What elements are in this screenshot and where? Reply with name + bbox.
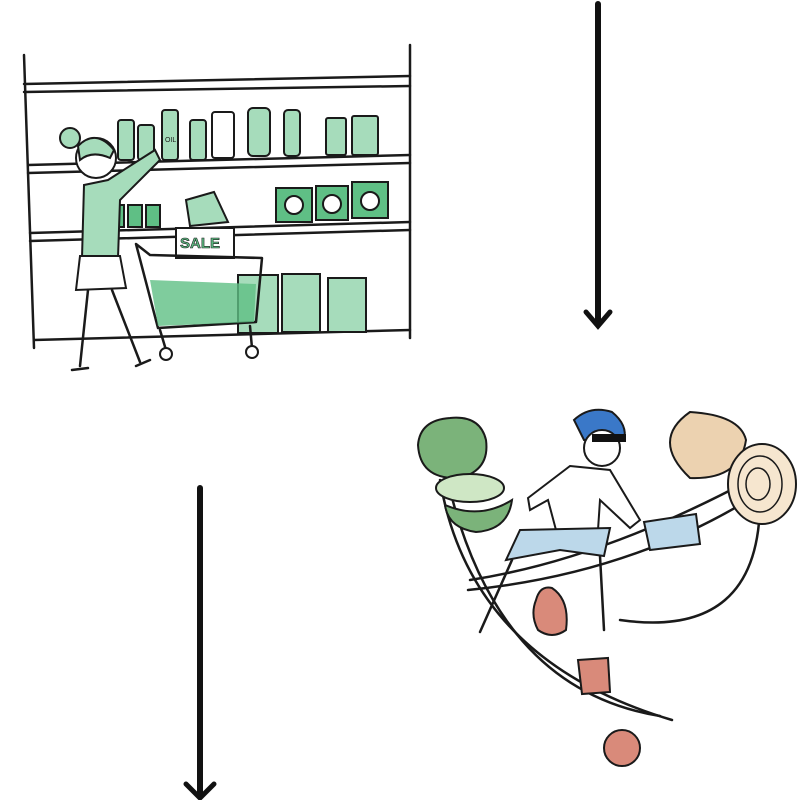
onion [669,410,797,525]
arrow-down-left [183,485,217,800]
meat-pieces [532,586,641,767]
woman-shopper [59,127,162,372]
green-pepper [416,416,514,534]
arrow-down-right [583,1,613,330]
cooking-scene [416,408,797,767]
shopping-scene: OIL SALE [22,43,412,372]
animal-boxes [275,181,389,223]
seed-bag [184,190,230,228]
chef-man [478,408,702,634]
shopping-cart [134,242,264,361]
oil-label: OIL [165,137,176,144]
sale-sign: SALE [175,227,235,259]
bottles: OIL [117,107,379,161]
sale-text: SALE [180,235,220,252]
